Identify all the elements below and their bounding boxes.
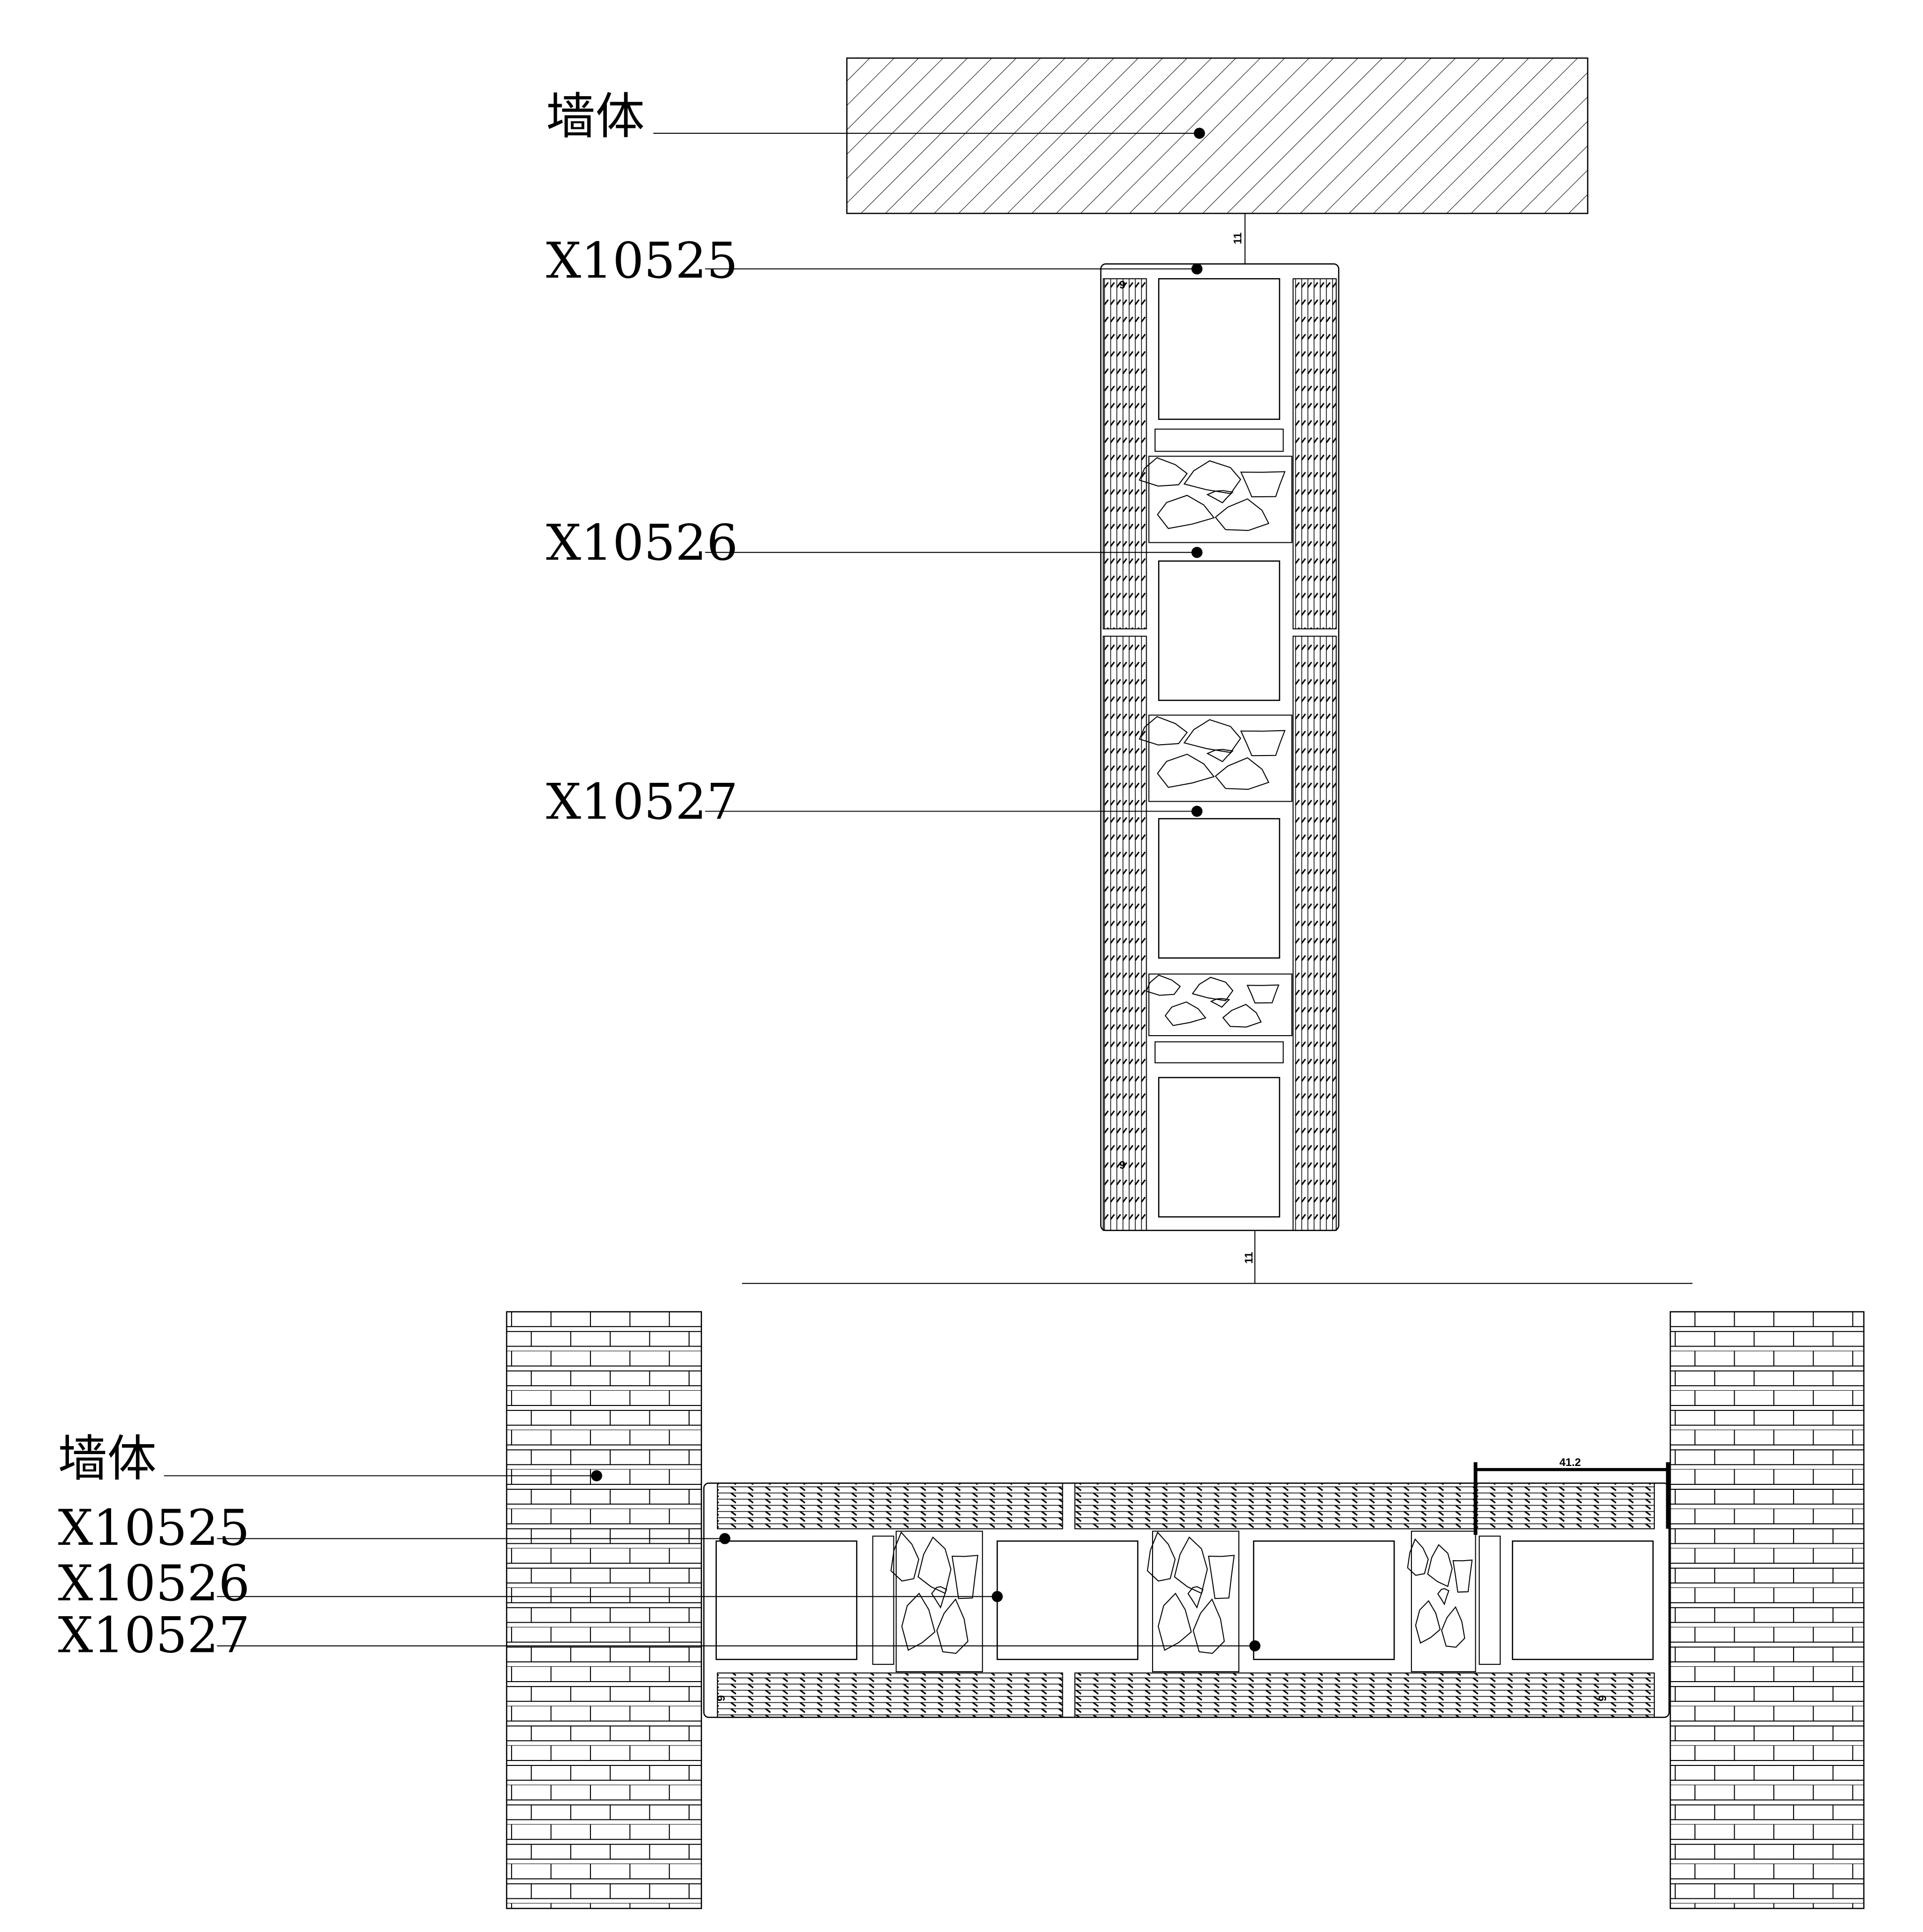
stone-aggregate (1246, 984, 1280, 1004)
profile-cavity (1512, 1540, 1654, 1660)
dimension-insulation-left: 9 (715, 1695, 727, 1701)
svg-text:11: 11 (1231, 233, 1244, 244)
label-x10527-top: X10527 (546, 773, 738, 830)
stone-fill-zone (1148, 456, 1292, 543)
stone-aggregate (1165, 1001, 1207, 1026)
dimension-gap-bottom: 11 (1242, 1230, 1256, 1284)
stone-aggregate (1437, 1588, 1450, 1606)
stone-aggregate (1215, 757, 1270, 790)
insulation-strip (1292, 278, 1337, 630)
stone-aggregate (1206, 749, 1234, 762)
stone-aggregate (1158, 1592, 1192, 1651)
insulation-strip (717, 1672, 1063, 1718)
profile-channel (872, 1535, 894, 1665)
profile-cavity (1158, 818, 1281, 959)
stone-fill-zone (1411, 1530, 1476, 1673)
label-x10525-bottom: X10525 (58, 1500, 250, 1557)
stone-aggregate (1206, 490, 1234, 504)
profile-cavity (1253, 1540, 1395, 1660)
stone-fill-zone (1148, 714, 1292, 802)
horizontal-frame-section (703, 1482, 1670, 1718)
dimension-width: 41.2 (1473, 1456, 1670, 1535)
label-x10526-bottom: X10526 (58, 1555, 250, 1612)
stone-aggregate (917, 1536, 952, 1594)
stone-aggregate (1240, 730, 1286, 757)
dimension-insulation-bottom: 9 (1119, 1159, 1125, 1171)
label-x10526-top: X10526 (546, 515, 738, 572)
wall-section-top (846, 57, 1588, 214)
stone-aggregate (1427, 1544, 1453, 1587)
stone-aggregate (936, 1598, 969, 1654)
stone-aggregate (1210, 998, 1230, 1008)
brick-wall-left (506, 1311, 702, 1909)
stone-aggregate (1415, 1600, 1441, 1644)
insulation-strip (1074, 1672, 1655, 1718)
leader-lines-top (653, 127, 1205, 817)
insulation-strip (1292, 636, 1337, 1231)
insulation-strip (717, 1482, 1063, 1529)
stone-aggregate (901, 1592, 935, 1651)
dimension-insulation-top: 9 (1119, 279, 1125, 291)
stone-aggregate (1407, 1538, 1429, 1576)
stone-aggregate (1452, 1559, 1473, 1593)
profile-cavity (1158, 560, 1281, 701)
stone-fill-zone (895, 1530, 983, 1673)
stone-aggregate (1441, 1606, 1465, 1648)
stone-aggregate (1147, 1531, 1176, 1582)
stone-fill-zone (1148, 973, 1292, 1036)
stone-aggregate (1222, 1003, 1262, 1028)
stone-aggregate (890, 1531, 920, 1582)
vertical-frame-section (1100, 263, 1340, 1231)
stone-aggregate (1183, 719, 1241, 753)
frame-outline (1100, 263, 1340, 1231)
stone-aggregate (1192, 1598, 1225, 1654)
brick-wall-right (1670, 1311, 1865, 1909)
stone-fill-zone (1152, 1530, 1239, 1673)
wall-label-top: 墙体 (546, 88, 645, 145)
profile-cavity (1158, 278, 1281, 420)
stone-aggregate (1191, 977, 1234, 1001)
profile-channel (1478, 1535, 1501, 1665)
stone-aggregate (1240, 471, 1286, 498)
stone-aggregate (1157, 495, 1215, 529)
stone-aggregate (1183, 460, 1241, 494)
stone-aggregate (1145, 974, 1181, 996)
profile-cavity (1158, 1077, 1281, 1218)
stone-aggregate (1139, 716, 1188, 746)
leader-lines-bottom (164, 1470, 1261, 1652)
profile-channel (1154, 428, 1284, 452)
profile-channel (1154, 1041, 1284, 1063)
stone-aggregate (931, 1586, 947, 1609)
stone-aggregate (951, 1555, 979, 1599)
insulation-strip (1103, 278, 1147, 630)
stone-aggregate (1208, 1555, 1235, 1599)
svg-text:41.2: 41.2 (1559, 1456, 1581, 1468)
stone-aggregate (1157, 754, 1215, 788)
wall-label-bottom: 墙体 (58, 1431, 157, 1488)
stone-aggregate (1139, 457, 1188, 487)
label-x10527-bottom: X10527 (58, 1607, 250, 1664)
svg-text:11: 11 (1242, 1252, 1255, 1264)
stone-aggregate (1174, 1536, 1208, 1594)
insulation-strip (1074, 1482, 1655, 1529)
stone-aggregate (1187, 1586, 1204, 1609)
dimension-insulation-right: 9 (1596, 1695, 1609, 1701)
insulation-strip (1103, 636, 1147, 1231)
label-x10525-top: X10525 (546, 233, 738, 290)
profile-cavity (715, 1540, 858, 1660)
dimension-gap-top: 11 (1231, 213, 1246, 264)
profile-cavity (996, 1540, 1139, 1660)
stone-aggregate (1215, 498, 1270, 531)
